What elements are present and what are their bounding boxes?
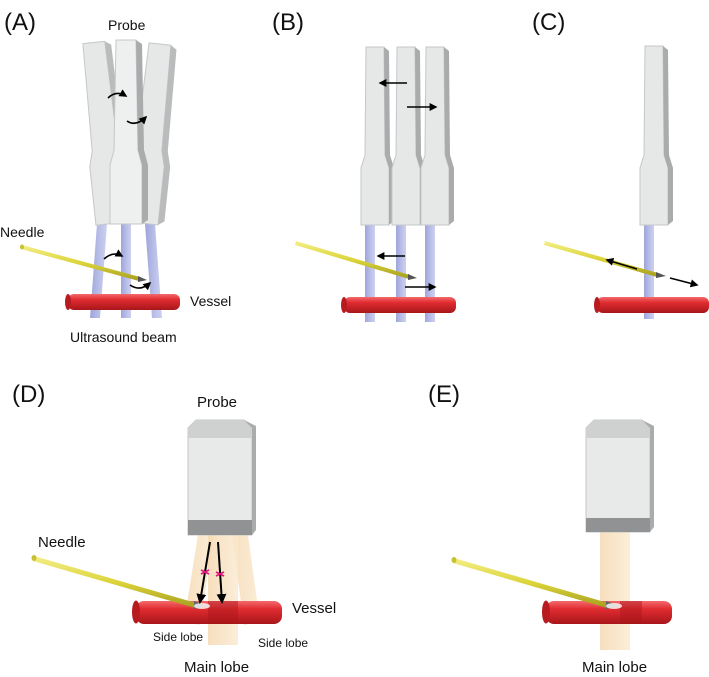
side-lobe-right-label: Side lobe	[258, 636, 308, 650]
needle-label-d: Needle	[38, 534, 86, 551]
panel-b: (B)	[272, 9, 456, 322]
panel-c-label: (C)	[532, 9, 565, 36]
panel-d-label: (D)	[12, 381, 45, 408]
needle-d	[31, 555, 210, 609]
vessel-label-a: Vessel	[190, 293, 231, 309]
panel-e: (E) Main lobe	[428, 381, 672, 676]
vessel-e	[542, 600, 672, 624]
panel-b-label: (B)	[272, 9, 304, 36]
needle-b	[295, 241, 417, 280]
vessel-d	[132, 600, 282, 624]
main-lobe-label-d: Main lobe	[184, 659, 249, 676]
vessel-label-d: Vessel	[292, 600, 336, 617]
vessel-b	[341, 297, 456, 313]
probe-d	[187, 419, 256, 536]
panel-e-label: (E)	[428, 381, 460, 408]
needle-e	[451, 557, 622, 609]
rotation-arrows-a	[103, 89, 152, 291]
artifact-marks-d	[200, 569, 225, 577]
probe-c	[639, 45, 673, 226]
vessel-c	[594, 297, 709, 313]
side-lobe-left-label: Side lobe	[153, 630, 203, 644]
probe-label-d: Probe	[197, 394, 237, 411]
panel-d: (D) Probe Needle Vessel Side lobe Side l…	[12, 381, 336, 676]
panel-c: (C)	[532, 9, 709, 319]
panel-a: (A) Probe Needle Vessel Ultrasound beam	[0, 9, 231, 345]
vessel-a	[65, 294, 180, 310]
translation-arrows-b	[376, 79, 438, 291]
probe-label-a: Probe	[108, 17, 146, 33]
probe-fan-a	[82, 39, 177, 226]
needle-a	[20, 244, 147, 282]
needle-arrows-c	[605, 258, 699, 288]
panel-a-label: (A)	[4, 9, 36, 36]
needle-c	[544, 241, 666, 278]
beam-label-a: Ultrasound beam	[70, 329, 177, 345]
probe-e	[585, 419, 654, 533]
needle-label-a: Needle	[0, 224, 45, 240]
main-lobe-e	[600, 532, 630, 650]
main-lobe-label-e: Main lobe	[582, 659, 647, 676]
probe-row-b	[360, 46, 454, 226]
